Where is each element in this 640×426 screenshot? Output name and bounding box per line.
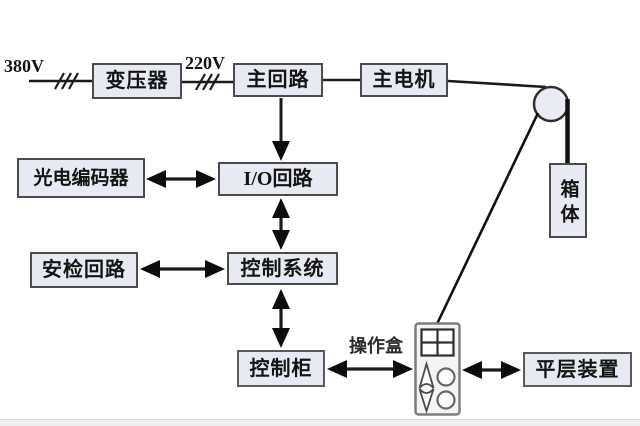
arrow-maincircuit-to-io (272, 98, 290, 161)
page-edge-strip (0, 419, 640, 426)
arrow-cabinet-operationbox (327, 360, 413, 378)
power-break-icon-2 (195, 73, 220, 91)
cab-window-icon (420, 328, 455, 357)
control-system-box: 控制系统 (227, 252, 338, 285)
arrow-operationbox-leveling (462, 361, 521, 379)
leveling-device-box: 平层装置 (523, 352, 632, 387)
box-body-box: 箱体 (549, 163, 587, 238)
operation-box-icon (414, 322, 461, 416)
power-break-icon (54, 72, 79, 90)
arrow-controlsystem-cabinet (272, 289, 290, 348)
hoist-rope-line (435, 112, 540, 325)
arrow-safety-controlsystem (140, 260, 225, 278)
safety-circuit-box: 安检回路 (30, 252, 138, 288)
photo-encoder-box: 光电编码器 (17, 158, 145, 198)
main-motor-box: 主电机 (360, 63, 448, 97)
io-circuit-box: I/O回路 (218, 162, 338, 196)
call-button-icon (436, 390, 456, 410)
operation-box-label: 操作盒 (349, 336, 403, 356)
input-voltage-label: 380V (4, 56, 44, 76)
pulley-icon (532, 85, 570, 123)
down-button-icon (418, 388, 435, 414)
up-button-icon (418, 360, 435, 389)
call-button-icon (436, 367, 456, 387)
motor-pulley-line (447, 79, 547, 89)
secondary-voltage-label: 220V (185, 53, 225, 73)
control-cabinet-box: 控制柜 (237, 350, 325, 387)
arrow-io-controlsystem (272, 198, 290, 250)
main-circuit-box: 主回路 (233, 63, 323, 97)
arrow-encoder-io (146, 170, 216, 188)
transformer-box: 变压器 (92, 63, 182, 99)
